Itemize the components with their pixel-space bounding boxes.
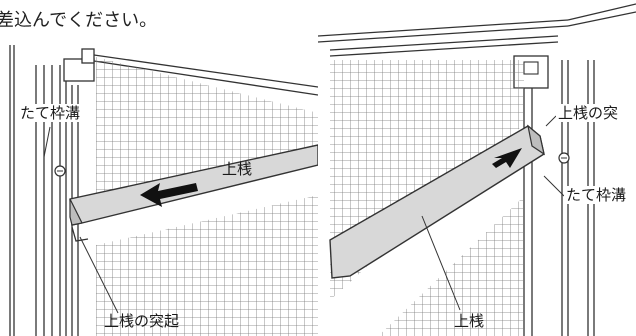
label-top-rail-protrusion-left: 上桟の突起 (104, 312, 180, 330)
arrow-right-icon (492, 148, 522, 168)
label-frame-groove-right: たて枠溝 (564, 186, 629, 204)
right-illustration (318, 3, 636, 336)
left-illustration (9, 45, 318, 336)
arrow-left-icon (140, 183, 198, 207)
label-frame-groove-left: たて枠溝 (18, 104, 83, 122)
instruction-heading: 差込んでください。 (0, 10, 158, 31)
label-top-rail-left: 上桟 (222, 160, 253, 178)
label-top-rail-right: 上桟 (454, 312, 485, 330)
label-top-rail-protrusion-right: 上桟の突 (556, 104, 621, 122)
